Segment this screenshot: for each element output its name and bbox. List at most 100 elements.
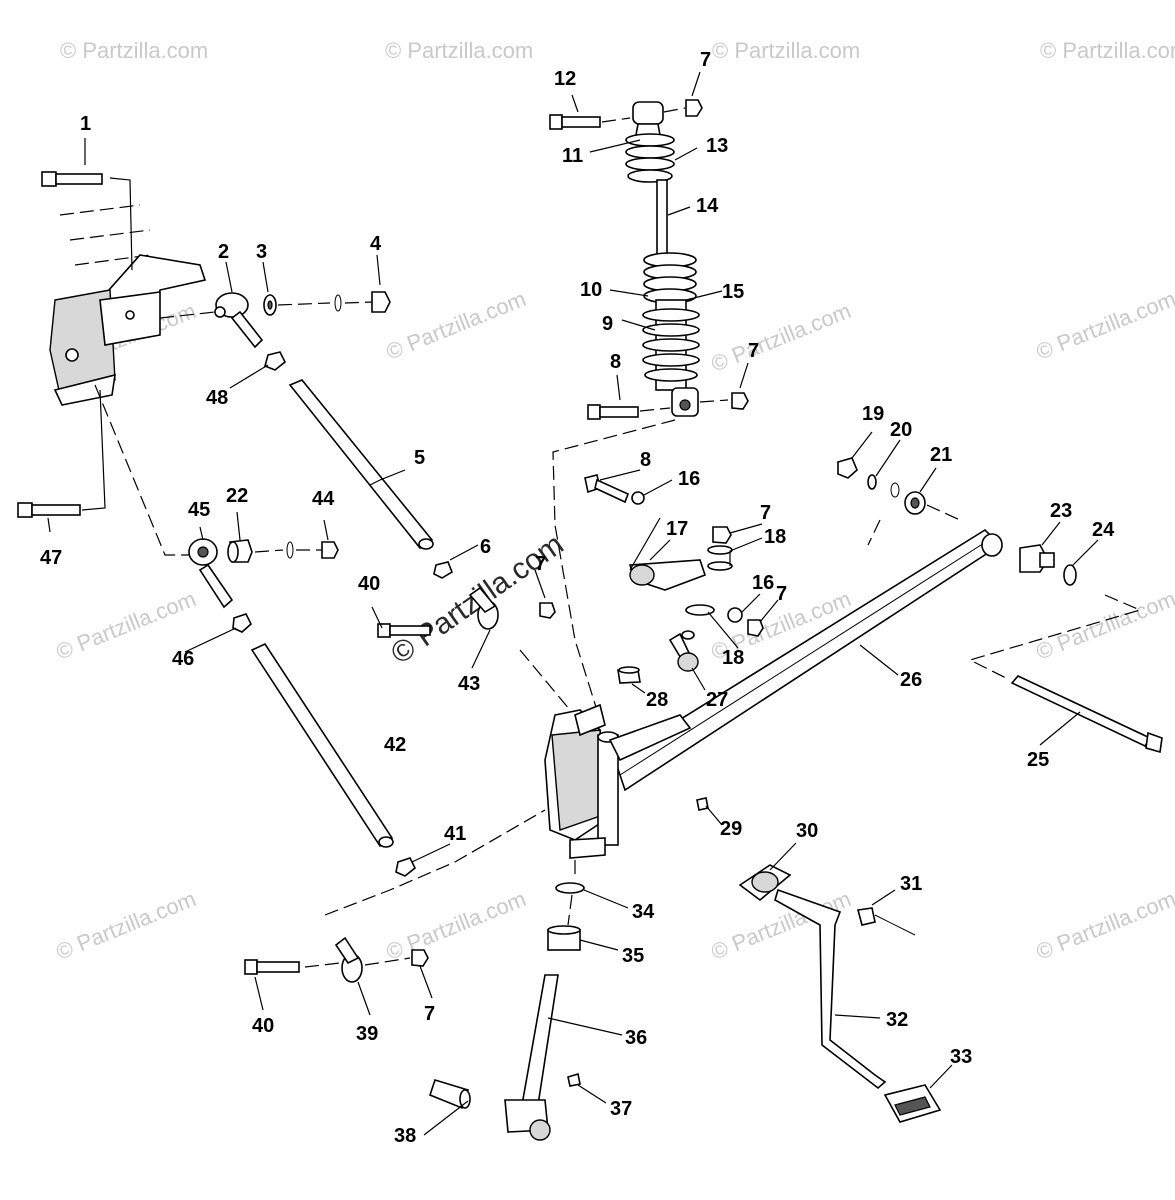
label-1: 1 (80, 113, 91, 135)
bolt-1 (41, 171, 133, 271)
washer-3 (263, 294, 277, 316)
label-17: 17 (666, 518, 688, 540)
label-28: 28 (646, 689, 668, 711)
nut-4 (371, 291, 391, 313)
shock-absorber (549, 99, 749, 420)
label-13: 13 (706, 135, 728, 157)
grease-fitting-29 (696, 797, 709, 811)
label-33: 33 (950, 1046, 972, 1068)
bolt-8-lower (584, 474, 630, 504)
watermark-text: © Partzilla.com (53, 886, 200, 965)
label-43: 43 (458, 673, 480, 695)
bolt-47 (17, 389, 106, 518)
bushing-38 (429, 1079, 471, 1110)
label-2: 2 (218, 241, 229, 263)
label-7: 7 (700, 49, 711, 71)
label-21: 21 (930, 444, 952, 466)
washer-18-b (707, 561, 733, 571)
tie-rod-tube-5 (288, 379, 434, 550)
label-31: 31 (900, 873, 922, 895)
steering-post-30 (738, 864, 887, 1090)
rod-end-39 (334, 936, 363, 983)
part-labels: 1 2 3 4 5 6 7 7 7 7 7 7 7 8 8 9 10 11 12… (40, 49, 1115, 1147)
bushing-23 (1019, 544, 1055, 573)
label-37: 37 (610, 1098, 632, 1120)
leader-lines (47, 71, 1099, 1136)
nut-46 (232, 613, 252, 633)
watermark-text: © Partzilla.com (383, 286, 530, 365)
label-20: 20 (890, 419, 912, 441)
label-30: 30 (796, 820, 818, 842)
label-22: 22 (226, 485, 248, 507)
label-40: 40 (252, 1015, 274, 1037)
label-44: 44 (312, 488, 335, 510)
watermark-text: © Partzilla.com (60, 38, 208, 63)
pedal-33 (883, 1084, 942, 1123)
label-39: 39 (356, 1023, 378, 1045)
label-7: 7 (424, 1003, 435, 1025)
rod-end-43 (468, 586, 499, 630)
label-19: 19 (862, 403, 884, 425)
label-29: 29 (720, 818, 742, 840)
frame-bracket (49, 204, 207, 406)
bushing-28 (617, 666, 641, 684)
label-32: 32 (886, 1009, 908, 1031)
label-35: 35 (622, 945, 644, 967)
label-11: 11 (562, 145, 583, 167)
watermark-text: © Partzilla.com (385, 38, 533, 63)
o-ring-24 (1063, 564, 1077, 586)
nut-19 (837, 457, 858, 479)
label-46: 46 (172, 648, 194, 670)
label-8: 8 (640, 449, 651, 471)
label-26: 26 (900, 669, 922, 691)
label-42: 42 (384, 734, 406, 756)
label-40: 40 (358, 573, 380, 595)
trailing-arm-26 (614, 528, 1003, 792)
label-6: 6 (480, 536, 491, 558)
label-9: 9 (602, 313, 613, 335)
label-7: 7 (748, 340, 759, 362)
o-ring-34 (555, 882, 585, 894)
rod-end-2 (159, 292, 264, 349)
washer-18-a (707, 545, 733, 555)
bolt-40-lower (244, 959, 300, 975)
label-5: 5 (414, 447, 425, 469)
watermark-text: © Partzilla.com (1033, 886, 1175, 965)
label-10: 10 (580, 279, 602, 301)
washer-20 (867, 474, 877, 490)
label-16: 16 (752, 572, 774, 594)
label-24: 24 (1092, 519, 1115, 541)
nut-7-lower (411, 949, 429, 967)
spindle-housing (544, 703, 692, 859)
nut-41 (395, 857, 417, 877)
nut-48 (264, 351, 287, 371)
grease-fitting-37 (567, 1072, 581, 1087)
label-7: 7 (776, 583, 787, 605)
label-8: 8 (610, 351, 621, 373)
tie-rod-tube-42 (250, 642, 394, 848)
label-4: 4 (370, 233, 382, 255)
nut-7-mid (539, 602, 556, 619)
label-3: 3 (256, 241, 267, 263)
bushing-35 (547, 925, 581, 951)
label-47: 47 (40, 547, 62, 569)
watermark-text: © Partzilla.com (1033, 586, 1175, 665)
label-7: 7 (760, 502, 771, 524)
label-34: 34 (632, 901, 655, 923)
washer-18-c (685, 604, 715, 616)
label-41: 41 (444, 823, 466, 845)
nut-44 (321, 541, 339, 559)
watermark-text: © Partzilla.com (712, 38, 860, 63)
watermark-text: © Partzilla.com (383, 886, 530, 965)
watermark-text: © Partzilla.com (1040, 38, 1175, 63)
bushing-21 (904, 491, 926, 515)
label-7: 7 (535, 553, 546, 575)
spindle-36 (504, 974, 559, 1141)
label-18: 18 (764, 526, 786, 548)
ball-joint-27 (668, 630, 699, 672)
rod-end-45 (188, 538, 234, 609)
bolt-25 (1010, 675, 1163, 754)
label-18: 18 (722, 647, 744, 669)
watermark-text: © Partzilla.com (708, 298, 855, 377)
